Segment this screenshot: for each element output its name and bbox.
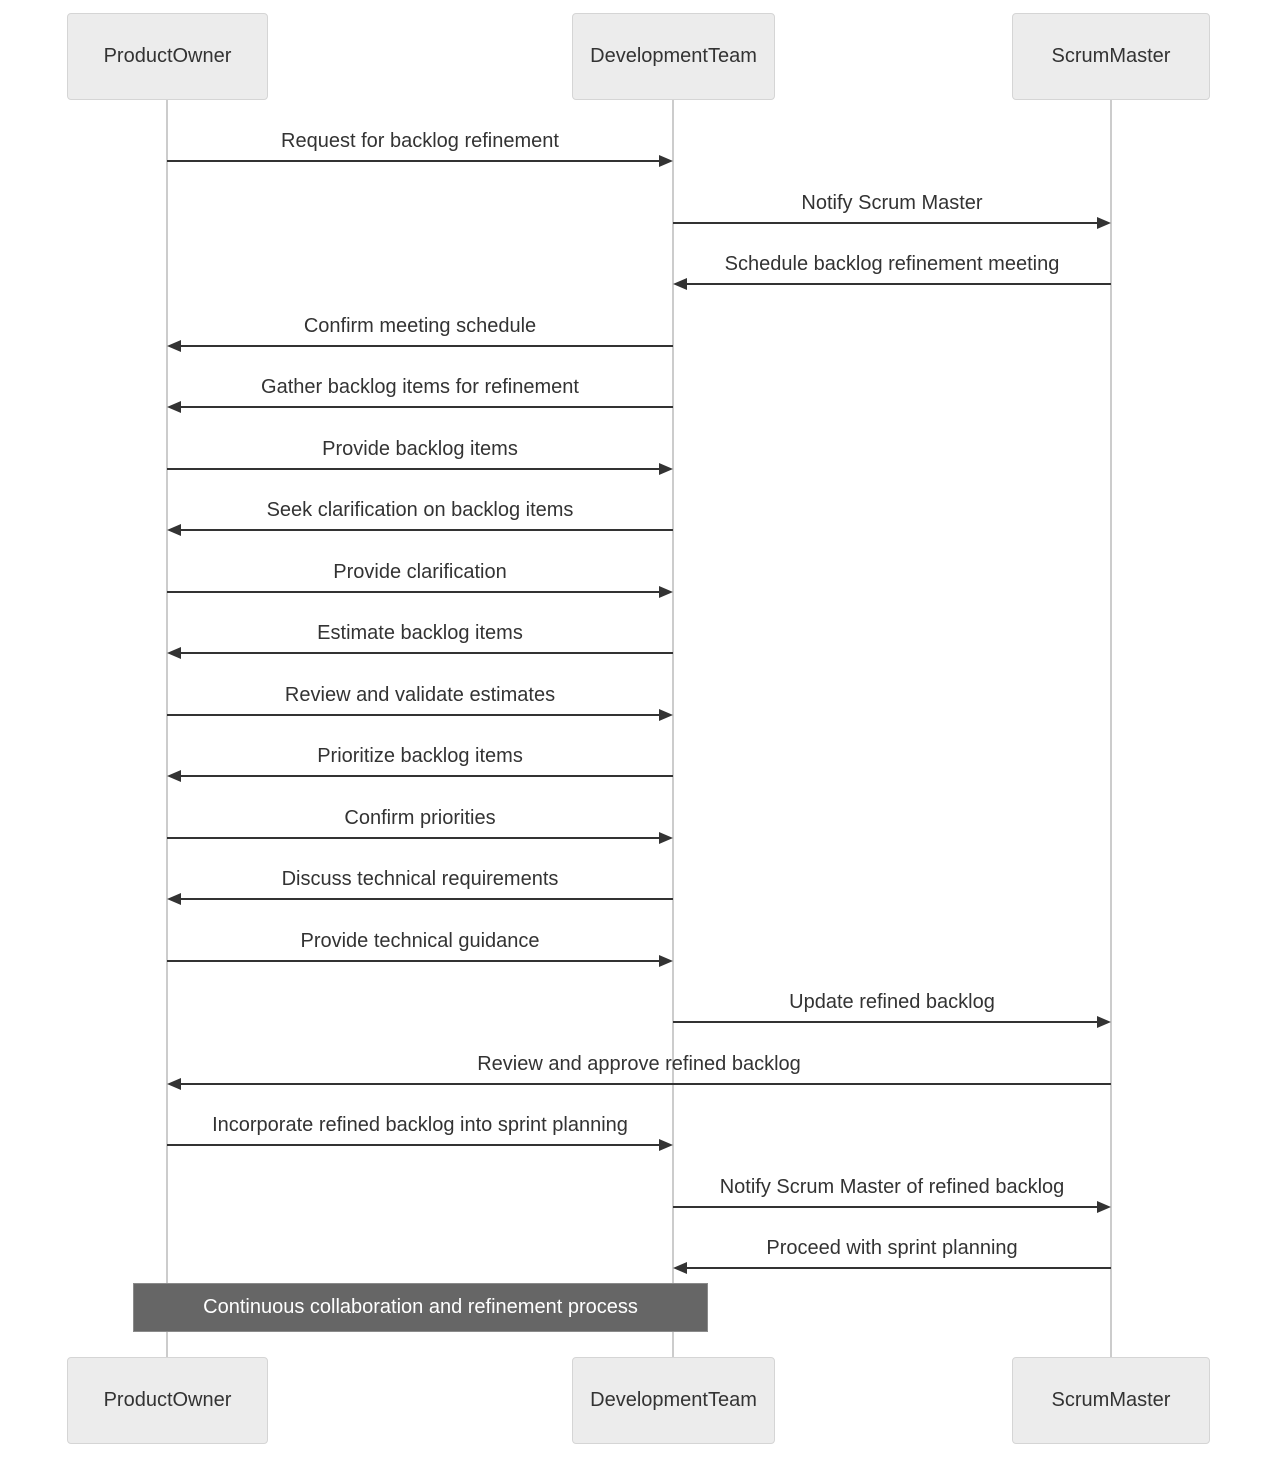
- message-line: [685, 1267, 1111, 1269]
- message-line: [673, 1206, 1099, 1208]
- arrowhead-left-icon: [167, 770, 181, 782]
- arrowhead-right-icon: [659, 709, 673, 721]
- message-line: [179, 406, 673, 408]
- arrowhead-left-icon: [673, 278, 687, 290]
- arrowhead-left-icon: [167, 1078, 181, 1090]
- message-label: Incorporate refined backlog into sprint …: [212, 1114, 628, 1136]
- message-line: [167, 468, 661, 470]
- message-label: Gather backlog items for refinement: [261, 376, 579, 398]
- arrowhead-right-icon: [659, 955, 673, 967]
- arrowhead-right-icon: [659, 155, 673, 167]
- arrowhead-right-icon: [1097, 1016, 1111, 1028]
- message-label: Confirm priorities: [344, 807, 496, 829]
- actor-label: ScrumMaster: [1051, 1389, 1171, 1411]
- arrowhead-left-icon: [673, 1262, 687, 1274]
- message-line: [179, 529, 673, 531]
- arrowhead-left-icon: [167, 647, 181, 659]
- message-label: Request for backlog refinement: [281, 130, 559, 152]
- message-line: [673, 1021, 1099, 1023]
- message-line: [179, 898, 673, 900]
- actor-label: DevelopmentTeam: [590, 45, 757, 67]
- message-label: Discuss technical requirements: [281, 868, 559, 890]
- arrowhead-right-icon: [659, 586, 673, 598]
- message-label: Schedule backlog refinement meeting: [724, 253, 1060, 275]
- message-label: Notify Scrum Master of refined backlog: [719, 1176, 1065, 1198]
- message-label: Estimate backlog items: [317, 622, 523, 644]
- message-line: [685, 283, 1111, 285]
- message-line: [179, 1083, 1111, 1085]
- arrowhead-left-icon: [167, 893, 181, 905]
- arrowhead-right-icon: [659, 1139, 673, 1151]
- message-label: Seek clarification on backlog items: [266, 499, 574, 521]
- message-label: Review and approve refined backlog: [477, 1053, 801, 1075]
- arrowhead-left-icon: [167, 340, 181, 352]
- note-box: Continuous collaboration and refinement …: [133, 1283, 708, 1332]
- message-label: Review and validate estimates: [284, 684, 556, 706]
- actor-box-top-developmentteam: DevelopmentTeam: [572, 13, 775, 100]
- arrowhead-right-icon: [659, 832, 673, 844]
- lifeline-developmentteam: [672, 100, 674, 1357]
- message-line: [179, 345, 673, 347]
- arrowhead-right-icon: [659, 463, 673, 475]
- message-label: Confirm meeting schedule: [303, 315, 537, 337]
- actor-box-top-productowner: ProductOwner: [67, 13, 268, 100]
- arrowhead-left-icon: [167, 401, 181, 413]
- message-line: [167, 960, 661, 962]
- message-line: [673, 222, 1099, 224]
- message-label: Provide backlog items: [322, 438, 518, 460]
- actor-label: ProductOwner: [103, 1389, 232, 1411]
- arrowhead-left-icon: [167, 524, 181, 536]
- actor-label: ProductOwner: [103, 45, 232, 67]
- message-line: [167, 160, 661, 162]
- arrowhead-right-icon: [1097, 217, 1111, 229]
- message-line: [167, 837, 661, 839]
- actor-box-bottom-developmentteam: DevelopmentTeam: [572, 1357, 775, 1444]
- message-line: [179, 775, 673, 777]
- actor-box-top-scrummaster: ScrumMaster: [1012, 13, 1210, 100]
- note-label: Continuous collaboration and refinement …: [203, 1296, 638, 1318]
- message-label: Proceed with sprint planning: [766, 1237, 1018, 1259]
- lifeline-productowner: [166, 100, 168, 1357]
- message-line: [167, 714, 661, 716]
- lifeline-scrummaster: [1110, 100, 1112, 1357]
- message-label: Provide technical guidance: [300, 930, 540, 952]
- actor-box-bottom-scrummaster: ScrumMaster: [1012, 1357, 1210, 1444]
- message-line: [167, 591, 661, 593]
- message-line: [167, 1144, 661, 1146]
- message-label: Prioritize backlog items: [317, 745, 523, 767]
- actor-label: DevelopmentTeam: [590, 1389, 757, 1411]
- arrowhead-right-icon: [1097, 1201, 1111, 1213]
- message-label: Update refined backlog: [789, 991, 995, 1013]
- actor-box-bottom-productowner: ProductOwner: [67, 1357, 268, 1444]
- message-label: Provide clarification: [333, 561, 507, 583]
- message-label: Notify Scrum Master: [801, 192, 983, 214]
- message-line: [179, 652, 673, 654]
- actor-label: ScrumMaster: [1051, 45, 1171, 67]
